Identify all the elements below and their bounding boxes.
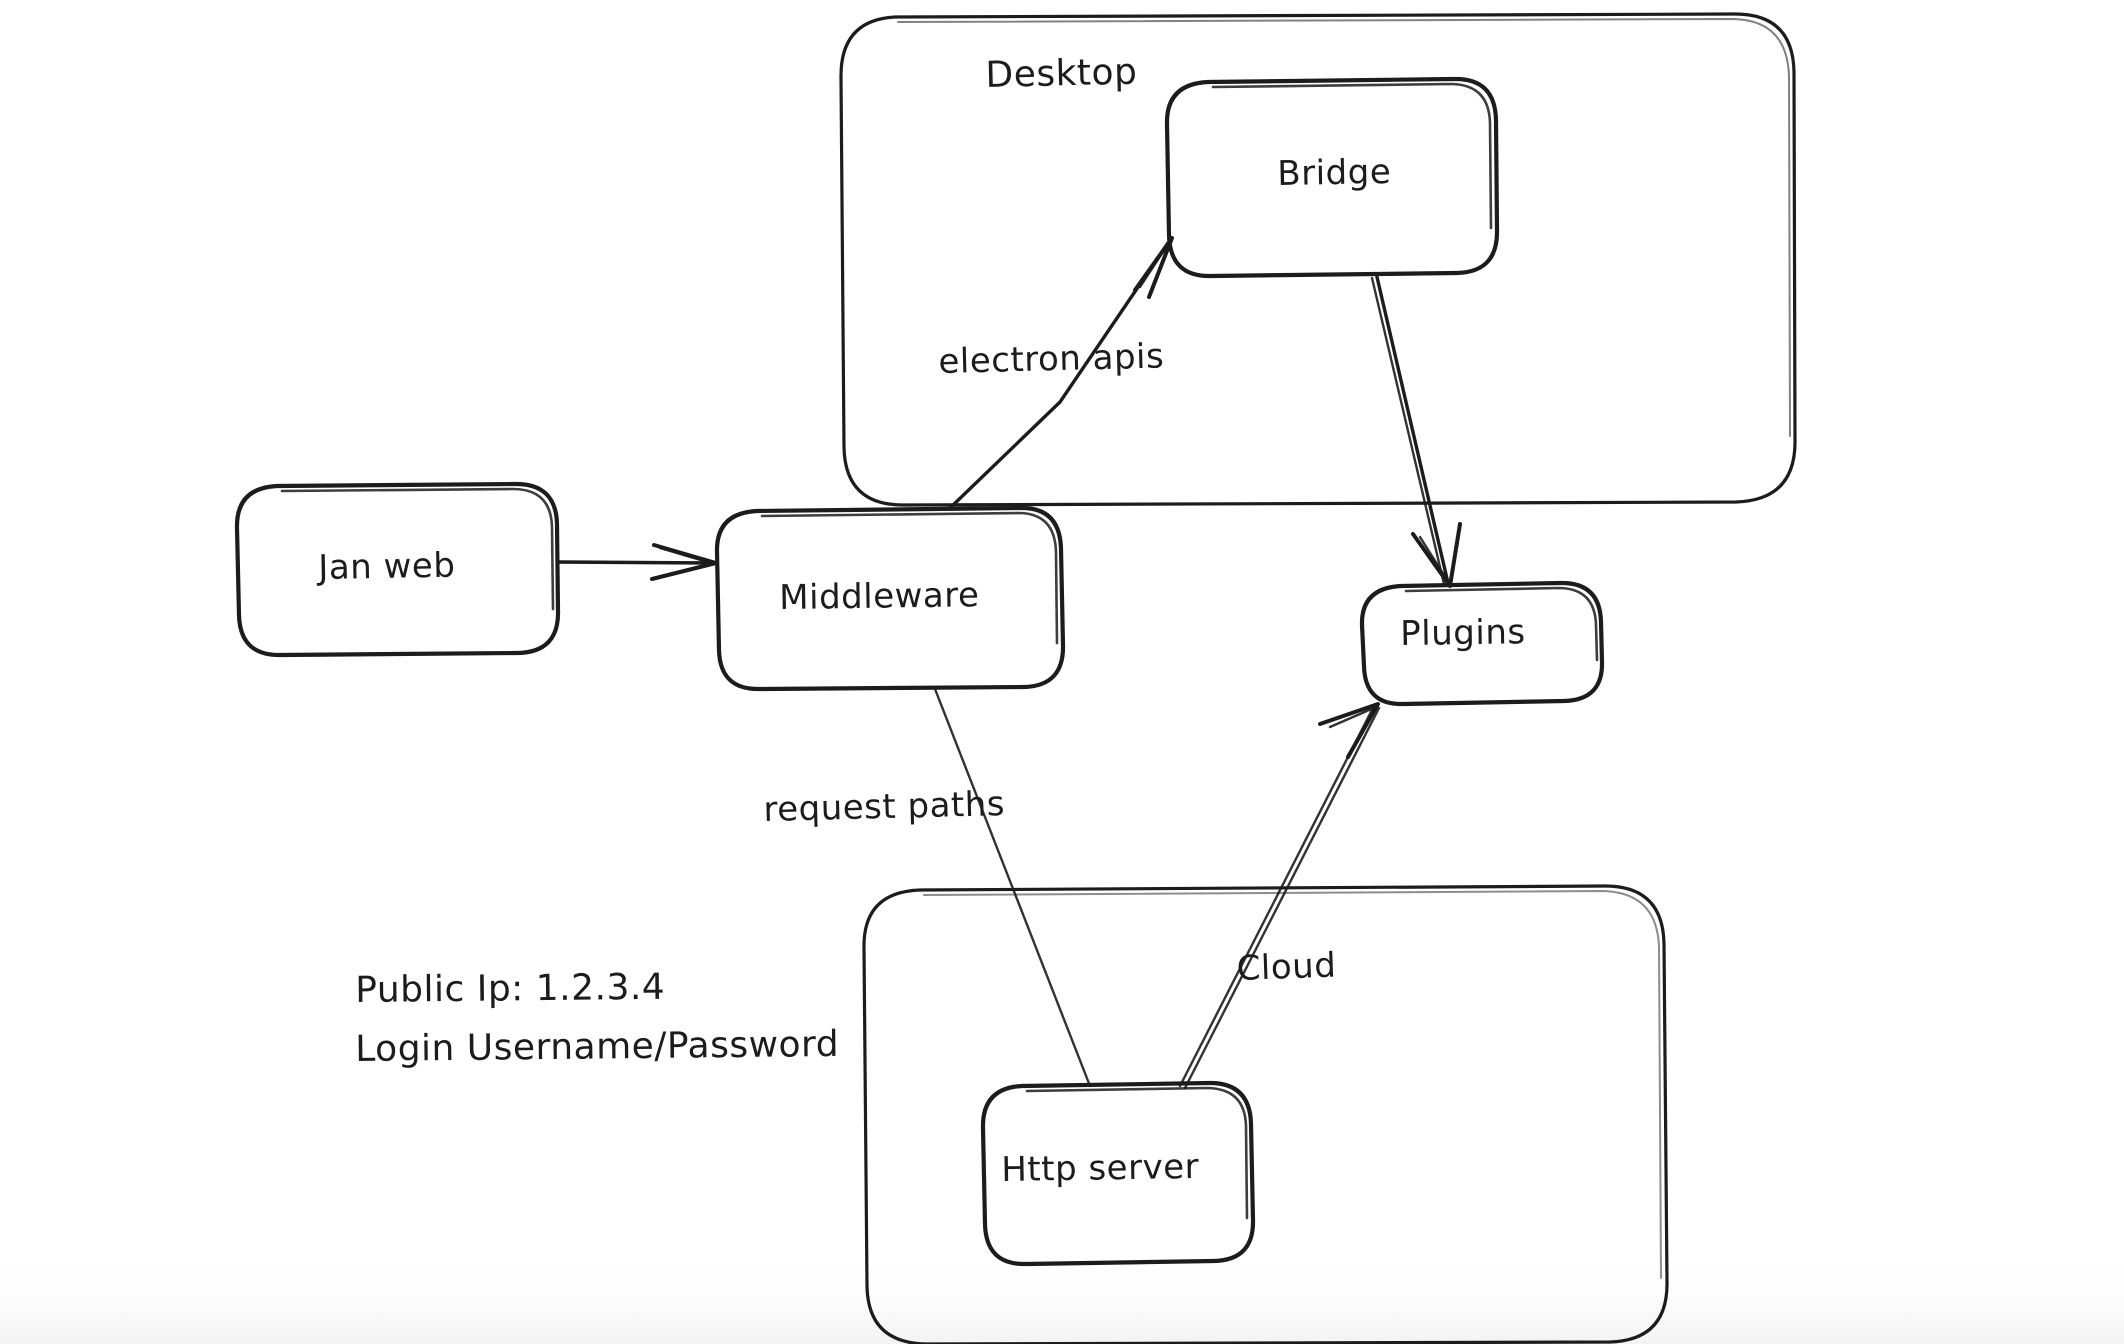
node-http-server-outline (980, 1080, 1256, 1267)
node-middleware-outline (714, 505, 1066, 692)
node-label-plugins: Plugins (1400, 612, 1526, 654)
node-jan-web-outline (234, 481, 561, 658)
edge-middleware-to-bridge (948, 236, 1174, 510)
edge-http-server-to-plugins (1178, 702, 1381, 1090)
node-bridge-outline (1164, 76, 1500, 279)
edge-middleware-to-http-server (933, 687, 1092, 1088)
node-label-jan-web: Jan web (318, 545, 456, 588)
edge-label-electron-apis: electron apis (938, 336, 1165, 382)
node-label-middleware: Middleware (779, 575, 980, 618)
note-public-ip: Public Ip: 1.2.3.4 (355, 966, 666, 1011)
node-plugins-outline (1359, 580, 1605, 707)
edge-label-cloud: Cloud (1236, 945, 1337, 989)
edge-bridge-to-plugins (1370, 275, 1462, 588)
node-label-bridge: Bridge (1277, 152, 1392, 194)
edge-label-request-paths: request paths (763, 784, 1006, 830)
group-label-desktop: Desktop (985, 51, 1138, 96)
node-label-http-server: Http server (1001, 1146, 1200, 1190)
note-login-credentials: Login Username/Password (355, 1023, 840, 1070)
group-desktop-outline (839, 12, 1797, 507)
group-cloud-outline (862, 884, 1669, 1344)
edge-jan-web-to-middleware (556, 543, 718, 581)
